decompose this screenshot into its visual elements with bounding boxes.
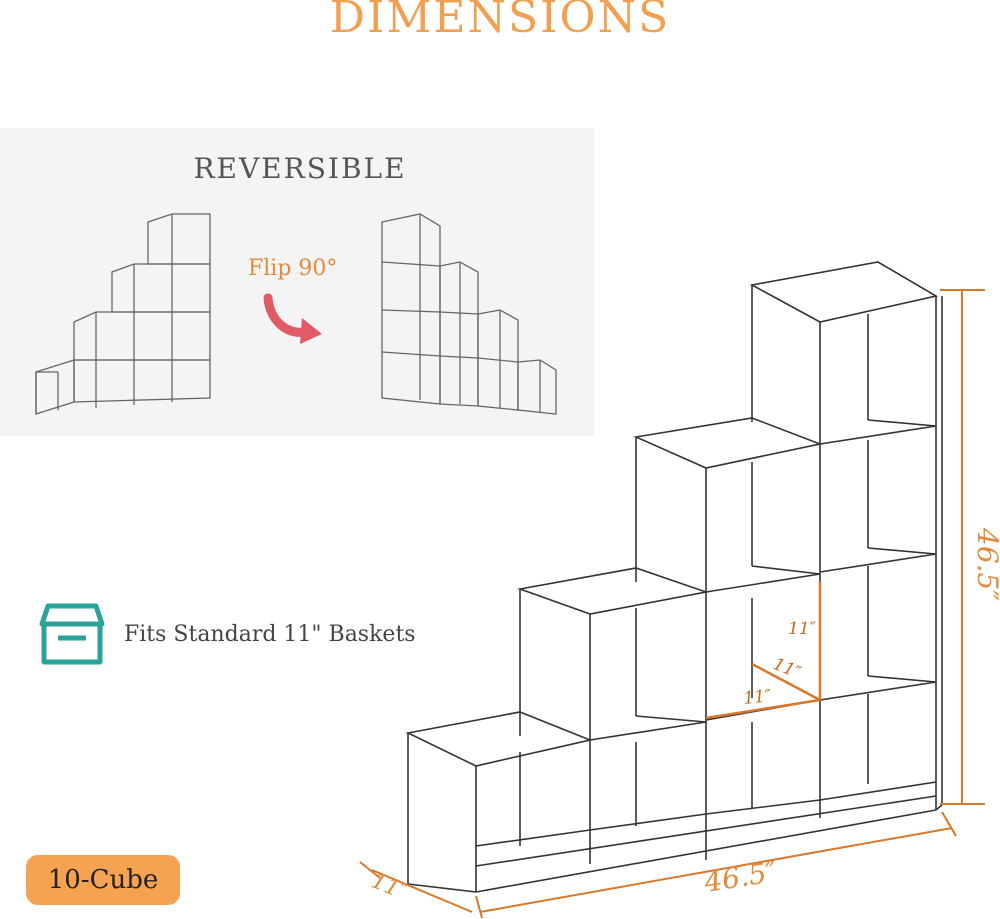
reversible-panel: [0, 128, 594, 436]
big-shelf: [405, 261, 943, 893]
height-label: 46.5″: [971, 527, 1000, 601]
cube-dimension-marks: [705, 582, 822, 720]
small-shelf-left: [35, 213, 211, 415]
dimension-lines: [359, 289, 985, 919]
box-icon: [39, 603, 105, 665]
page-title: DIMENSIONS: [329, 0, 671, 43]
feature-text: Fits Standard 11" Baskets: [124, 622, 416, 647]
depth-label: 11″: [368, 868, 412, 905]
width-label: 46.5″: [701, 855, 780, 899]
cube-depth-label: 11″: [770, 654, 804, 683]
small-shelf-right: [381, 213, 557, 415]
cube-width-label: 11″: [742, 686, 773, 709]
cube-height-label: 11″: [788, 619, 817, 639]
reversible-title: REVERSIBLE: [193, 152, 407, 185]
flip-label: Flip 90°: [248, 256, 338, 281]
flip-arrow-icon: [263, 293, 322, 344]
cube-count-badge: 10-Cube: [26, 855, 180, 905]
